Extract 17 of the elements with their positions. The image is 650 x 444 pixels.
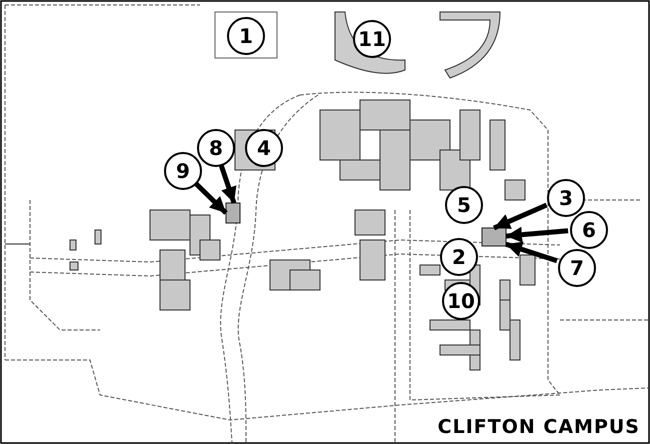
callout-number: 10 [442,282,480,320]
arrow [219,165,236,204]
callout-number: 11 [353,20,391,58]
arrow [506,226,568,243]
callout-number: 8 [197,129,235,167]
callout-number: 7 [558,249,596,287]
building [226,202,240,224]
arrow [493,202,548,230]
callout-number: 9 [164,152,202,190]
callout-number: 2 [440,238,478,276]
callout-number: 5 [445,186,483,224]
callout-number: 6 [570,211,608,249]
callout-number: 1 [227,17,265,55]
building [482,228,506,246]
callout-number: 3 [547,179,585,217]
arrow [194,182,228,215]
arrow [505,242,558,264]
